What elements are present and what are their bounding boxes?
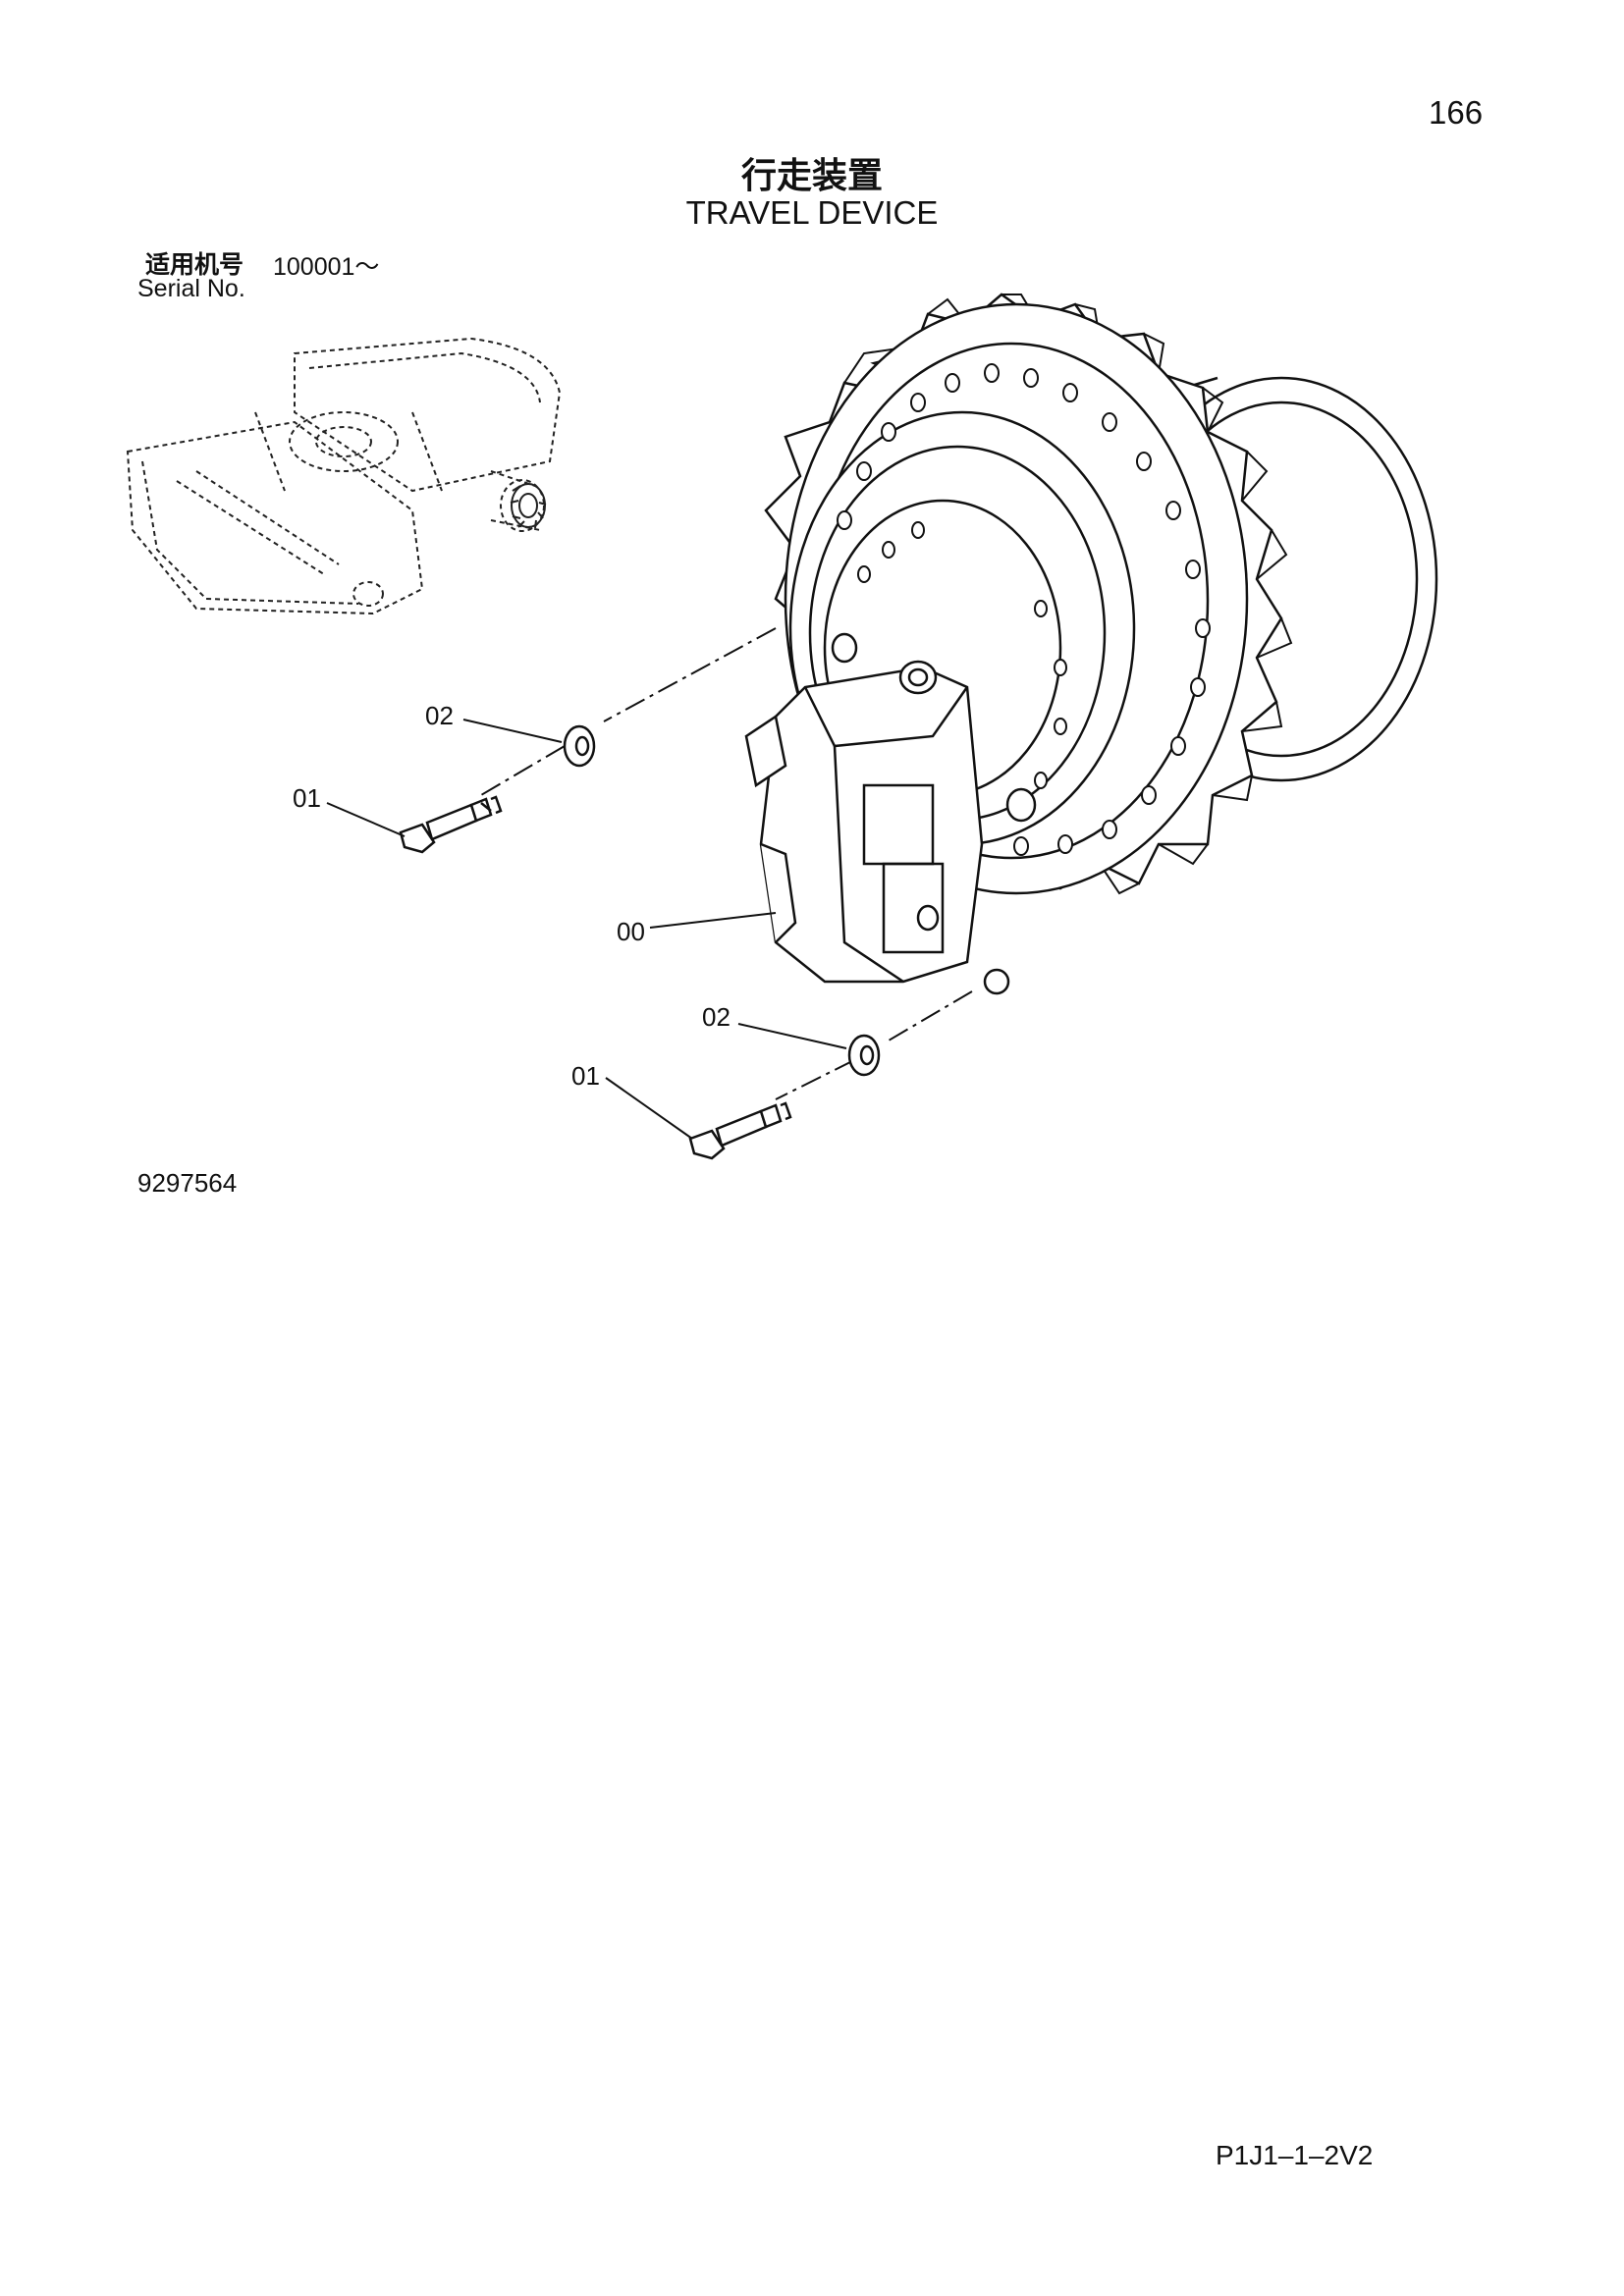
hydraulic-motor-block — [744, 632, 1037, 995]
callout-leaders — [326, 719, 847, 1140]
bolt-lower — [688, 1101, 792, 1160]
bolt-upper — [399, 795, 503, 854]
callout-01-lower: 01 — [571, 1061, 600, 1091]
locator-sprocket-highlight — [510, 483, 547, 529]
callout-02-upper: 02 — [425, 701, 454, 730]
drawing-number: 9297564 — [137, 1168, 238, 1198]
page-title-english: TRAVEL DEVICE — [685, 194, 939, 231]
serial-label-english: Serial No. — [137, 275, 245, 302]
callout-01-upper: 01 — [293, 783, 321, 813]
callout-02-lower: 02 — [702, 1002, 731, 1032]
callout-00-motor: 00 — [617, 917, 645, 946]
assembly-center-lines — [480, 627, 973, 1100]
page-code: P1J1–1–2V2 — [1216, 2140, 1374, 2170]
serial-range: 100001～ — [273, 253, 380, 281]
washer-lower — [847, 1034, 881, 1077]
serial-label-chinese: 适用机号 — [145, 250, 244, 279]
page-number: 166 — [1429, 94, 1484, 131]
flange-bolt-holes — [837, 363, 1211, 856]
washer-upper — [563, 724, 596, 768]
page-title-chinese: 行走装置 — [740, 156, 883, 196]
undercarriage-locator-sketch — [126, 337, 562, 615]
